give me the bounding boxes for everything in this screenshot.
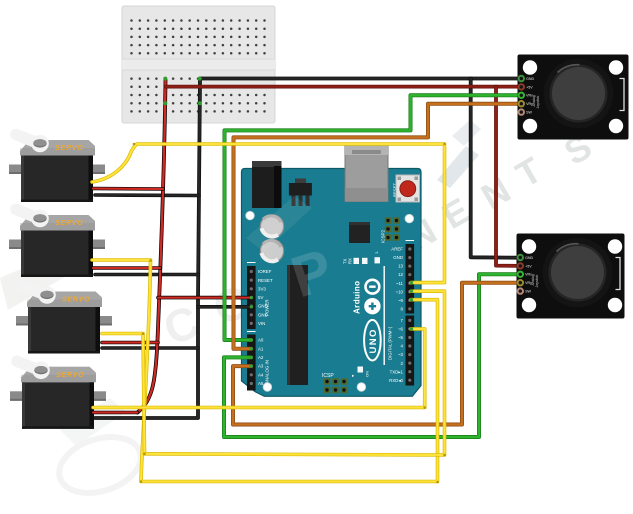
svg-text:ICSP2: ICSP2 [381, 229, 386, 243]
svg-text:POWER: POWER [265, 299, 270, 316]
svg-text:RESET: RESET [393, 183, 398, 197]
svg-text:A2: A2 [258, 355, 264, 360]
svg-text:SW: SW [525, 290, 531, 294]
svg-text:8: 8 [401, 307, 404, 312]
svg-text:UNO: UNO [368, 328, 379, 353]
svg-text:12: 12 [398, 272, 403, 277]
svg-text:GND: GND [258, 304, 268, 309]
svg-text:A0: A0 [258, 338, 264, 343]
svg-text:~5: ~5 [398, 335, 404, 340]
svg-text:2: 2 [401, 361, 404, 366]
svg-text:SW: SW [526, 111, 532, 115]
svg-text:ICSP: ICSP [322, 373, 334, 379]
svg-text:GND: GND [393, 255, 403, 260]
svg-text:L: L [374, 251, 379, 254]
svg-text:Analog: Analog [532, 95, 536, 106]
svg-text:RESET: RESET [258, 278, 273, 283]
svg-text:~9: ~9 [398, 298, 404, 303]
svg-text:~3: ~3 [398, 352, 404, 357]
svg-text:VRx: VRx [525, 273, 532, 277]
svg-text:5V: 5V [258, 295, 263, 300]
svg-text:TX: TX [343, 258, 348, 264]
svg-text:ON: ON [365, 371, 370, 377]
svg-text:DIGITAL (PWM~): DIGITAL (PWM~) [388, 326, 393, 360]
svg-text:▸: ▸ [352, 373, 355, 378]
svg-text:13: 13 [398, 264, 403, 269]
svg-text:Joystick: Joystick [535, 275, 539, 288]
svg-text:+5V: +5V [526, 85, 533, 89]
svg-text:A5: A5 [258, 381, 264, 386]
svg-text:7: 7 [401, 318, 404, 323]
svg-text:A3: A3 [258, 364, 264, 369]
svg-text:SERVO: SERVO [55, 145, 84, 152]
svg-text:RX: RX [348, 258, 353, 264]
svg-text:GND: GND [258, 312, 268, 317]
svg-text:3V3: 3V3 [258, 286, 266, 291]
svg-text:IOREF: IOREF [258, 269, 272, 274]
svg-text:A4: A4 [258, 372, 264, 377]
svg-text:A1: A1 [258, 346, 264, 351]
svg-text:~11: ~11 [396, 281, 404, 286]
svg-text:GND: GND [525, 256, 533, 260]
svg-text:SERVO: SERVO [56, 372, 85, 379]
svg-text:Analog: Analog [531, 274, 535, 285]
svg-text:Arduino: Arduino [353, 281, 362, 314]
svg-text:VRy: VRy [526, 102, 533, 106]
svg-text:Joystick: Joystick [536, 96, 540, 109]
svg-text:~6: ~6 [398, 327, 404, 332]
svg-text:AREF: AREF [391, 247, 403, 252]
svg-text:SERVO: SERVO [55, 220, 84, 227]
svg-text:4: 4 [401, 344, 404, 349]
svg-text:SERVO: SERVO [62, 297, 91, 304]
svg-text:ANALOG IN: ANALOG IN [265, 360, 270, 384]
svg-text:+5V: +5V [525, 264, 532, 268]
svg-text:VRy: VRy [525, 281, 532, 285]
svg-text:VRx: VRx [526, 94, 533, 98]
svg-text:TXD▸1: TXD▸1 [390, 369, 404, 374]
svg-text:VIN: VIN [258, 321, 265, 326]
svg-text:~10: ~10 [396, 289, 404, 294]
svg-text:GND: GND [526, 77, 534, 81]
svg-text:RXD◂0: RXD◂0 [389, 378, 403, 383]
